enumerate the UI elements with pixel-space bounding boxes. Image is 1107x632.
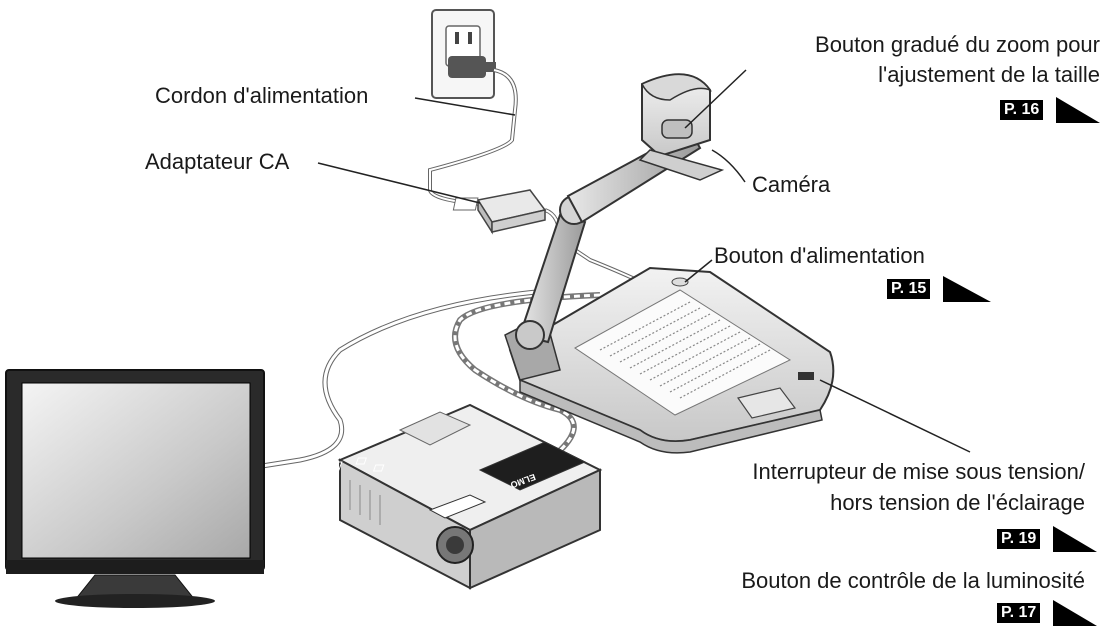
label-power-button: Bouton d'alimentation xyxy=(714,243,925,269)
page-ref-text: P. 15 xyxy=(887,279,930,299)
label-zoom-line1: Bouton gradué du zoom pour xyxy=(815,32,1100,58)
label-light-switch-line1: Interrupteur de mise sous tension/ xyxy=(752,459,1085,485)
page-ref-zoom: P. 16 xyxy=(1000,97,1100,123)
page-ref-brightness: P. 17 xyxy=(997,600,1097,626)
page-ref-text: P. 16 xyxy=(1000,100,1043,120)
label-camera: Caméra xyxy=(752,172,830,198)
label-light-switch-line2: hors tension de l'éclairage xyxy=(830,490,1085,516)
label-power-cord: Cordon d'alimentation xyxy=(155,83,368,109)
label-brightness-control: Bouton de contrôle de la luminosité xyxy=(741,568,1085,594)
label-ac-adapter: Adaptateur CA xyxy=(145,149,289,175)
page-ref-power: P. 15 xyxy=(887,276,991,302)
page-ref-light: P. 19 xyxy=(997,526,1097,552)
wall-outlet xyxy=(432,10,496,98)
page-ref-text: P. 19 xyxy=(997,529,1040,549)
page-ref-text: P. 17 xyxy=(997,603,1040,623)
projector xyxy=(329,405,600,588)
label-zoom-line2: l'ajustement de la taille xyxy=(878,62,1100,88)
camera-head xyxy=(640,74,722,180)
tv-monitor xyxy=(6,370,264,608)
ac-adapter xyxy=(453,190,545,232)
